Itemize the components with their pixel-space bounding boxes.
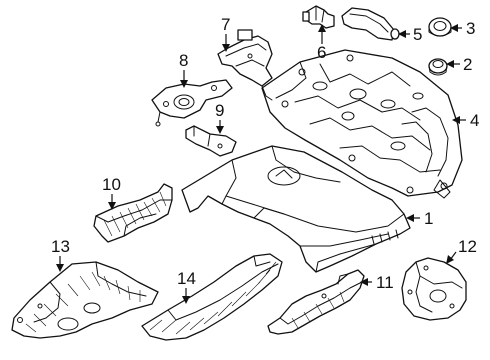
part-8-bracket: [151, 79, 233, 127]
part-9-bracket: [185, 125, 237, 157]
callout-labels: 1 2 3 4 5 6 7 8 9 10 11 12 13 14: [51, 15, 479, 292]
part-11-heat-shield: [267, 269, 365, 335]
part-12-heat-shield: [401, 257, 467, 321]
part-10-heat-shield: [93, 183, 173, 243]
part-14-heat-shield: [141, 253, 283, 341]
callout-3: 3: [466, 19, 475, 38]
callout-1: 1: [424, 209, 433, 228]
part-4-intake-manifold: [261, 49, 463, 199]
callout-11: 11: [376, 273, 394, 292]
part-2-seal: [428, 58, 448, 76]
part-6-sensor: [302, 5, 335, 29]
callout-14: 14: [177, 269, 196, 288]
callout-6: 6: [317, 43, 326, 62]
part-7-bracket: [217, 29, 273, 101]
callout-8: 8: [179, 51, 188, 70]
part-5-bracket: [341, 7, 400, 41]
callout-7: 7: [221, 15, 230, 34]
callout-13: 13: [51, 237, 70, 256]
callout-10: 10: [102, 175, 121, 194]
part-13-heat-shield: [11, 261, 159, 339]
callout-5: 5: [413, 25, 422, 44]
callout-9: 9: [215, 101, 224, 120]
callout-12: 12: [458, 237, 477, 256]
leaders: [56, 24, 466, 304]
callout-2: 2: [463, 55, 472, 74]
part-1-engine-cover: [181, 145, 411, 273]
part-3-seal: [428, 17, 452, 37]
callout-4: 4: [470, 111, 479, 130]
